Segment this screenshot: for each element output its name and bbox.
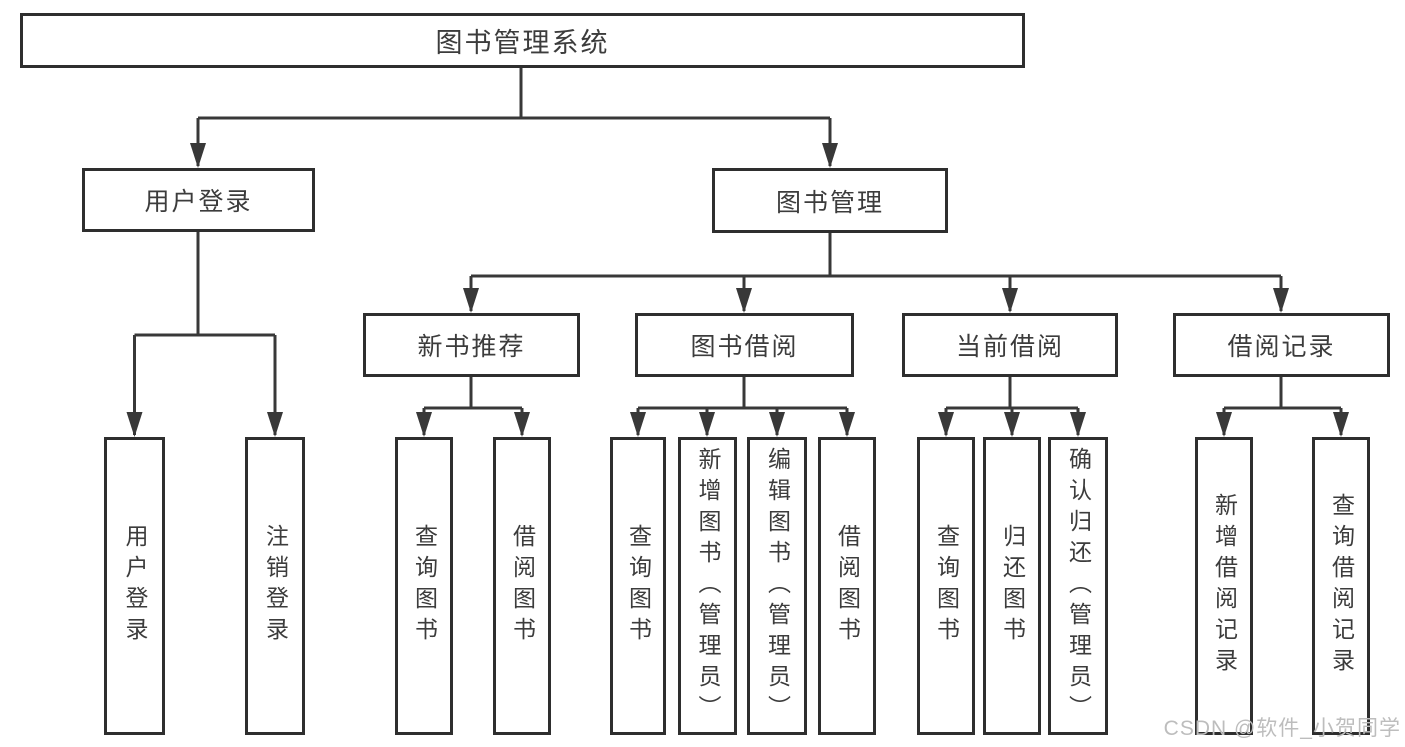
connector-book-management <box>469 233 1283 311</box>
arrow-icon <box>463 288 479 313</box>
leaf-query-book-1: 查询图书 <box>395 437 453 735</box>
arrow-icon <box>416 412 432 437</box>
leaf-edit-book-admin: 编辑图书（管理员） <box>747 437 807 735</box>
leaf-borrow-book-1: 借阅图书 <box>493 437 551 735</box>
arrow-icon <box>839 412 855 437</box>
leaf-add-borrow-record: 新增借阅记录 <box>1195 437 1253 735</box>
leaf-confirm-return-admin: 确认归还（管理员） <box>1048 437 1108 735</box>
connector-user-login <box>133 232 277 435</box>
leaf-label: 查询借阅记录 <box>1328 493 1355 679</box>
leaf-label: 新增图书（管理员） <box>695 446 721 726</box>
arrow-icon <box>938 412 954 437</box>
leaf-label: 借阅图书 <box>834 524 861 648</box>
arrow-icon <box>267 412 283 437</box>
leaf-logout: 注销登录 <box>245 437 305 735</box>
arrow-icon <box>1004 412 1020 437</box>
leaf-label: 新增借阅记录 <box>1211 493 1238 679</box>
leaf-add-book-admin: 新增图书（管理员） <box>678 437 737 735</box>
connector-root <box>196 68 832 166</box>
node-current-borrow: 当前借阅 <box>902 313 1118 377</box>
leaf-label: 编辑图书（管理员） <box>764 446 791 726</box>
leaf-query-borrow-record: 查询借阅记录 <box>1312 437 1370 735</box>
leaf-label: 借阅图书 <box>509 524 536 648</box>
leaf-query-book-2: 查询图书 <box>610 437 666 735</box>
arrow-icon <box>630 412 646 437</box>
connector-borrow-record <box>1222 377 1343 435</box>
arrow-icon <box>1216 412 1232 437</box>
node-book-management: 图书管理 <box>712 168 948 233</box>
leaf-query-book-3: 查询图书 <box>917 437 975 735</box>
leaf-label: 查询图书 <box>411 524 438 648</box>
leaf-label: 查询图书 <box>625 524 652 648</box>
leaf-label: 查询图书 <box>933 524 960 648</box>
arrow-icon <box>1002 288 1018 313</box>
arrow-icon <box>769 412 785 437</box>
node-new-book-recommend: 新书推荐 <box>363 313 580 377</box>
arrow-icon <box>1273 288 1289 313</box>
leaf-borrow-book-2: 借阅图书 <box>818 437 876 735</box>
leaf-label: 注销登录 <box>262 524 289 648</box>
leaf-label: 确认归还（管理员） <box>1065 446 1092 726</box>
leaf-label: 用户登录 <box>122 524 148 648</box>
leaf-label: 归还图书 <box>999 524 1026 648</box>
arrow-icon <box>1070 412 1086 437</box>
connector-book-borrow <box>636 377 849 435</box>
leaf-user-login: 用户登录 <box>104 437 165 735</box>
csdn-watermark: CSDN @软件_小贺同学 <box>1163 717 1401 740</box>
arrow-icon <box>699 412 715 437</box>
node-borrow-record: 借阅记录 <box>1173 313 1390 377</box>
connector-new-book <box>422 377 524 435</box>
leaf-return-book: 归还图书 <box>983 437 1041 735</box>
arrow-icon <box>126 412 143 437</box>
arrow-icon <box>1333 412 1349 437</box>
node-root: 图书管理系统 <box>20 13 1025 68</box>
node-book-borrow: 图书借阅 <box>635 313 854 377</box>
arrow-icon <box>190 143 206 168</box>
arrow-icon <box>822 143 838 168</box>
arrow-icon <box>514 412 530 437</box>
node-user-login: 用户登录 <box>82 168 315 232</box>
arrow-icon <box>736 288 752 313</box>
